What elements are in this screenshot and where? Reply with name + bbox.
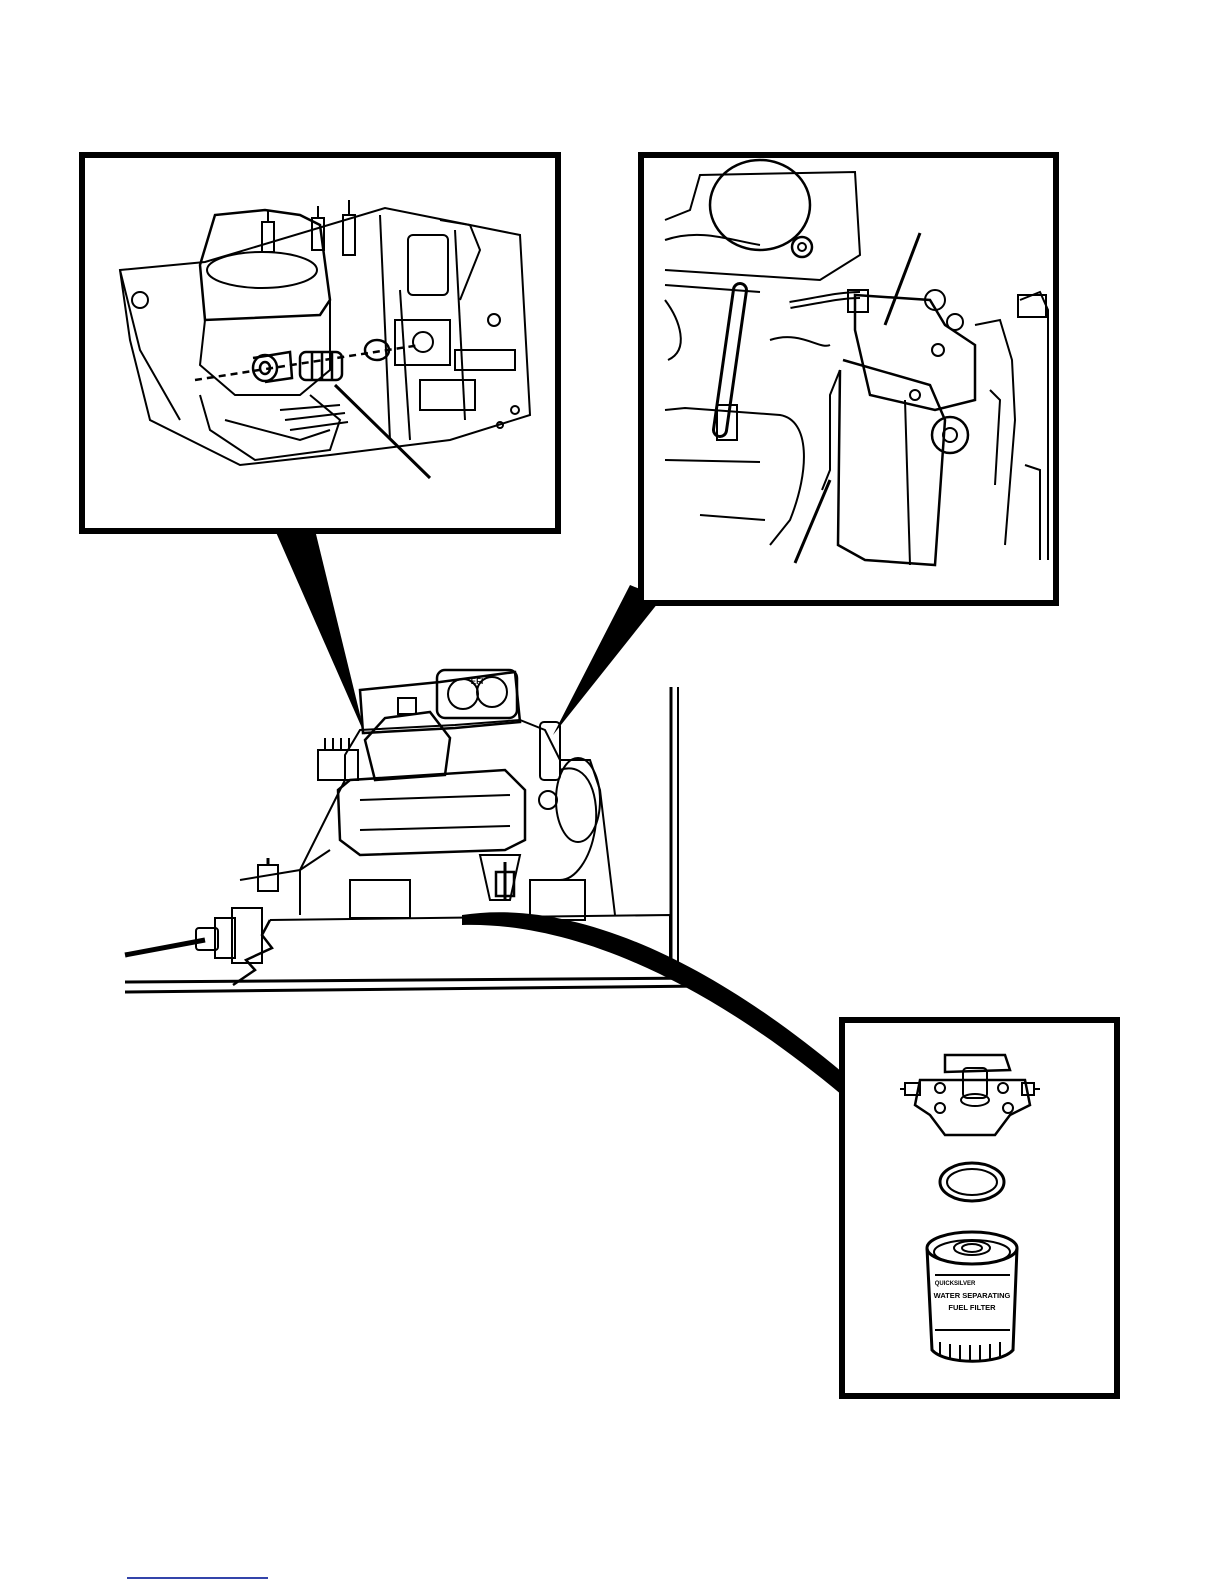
inset-engine-mounted-filter [641, 155, 1056, 603]
inset-water-separating-filter: QUICKSILVER WATER SEPARATING FUEL FILTER [842, 1020, 1117, 1396]
filter-label-line2: FUEL FILTER [948, 1303, 996, 1312]
engine-badge: EFI [471, 677, 483, 686]
filter-brand-label: QUICKSILVER [935, 1281, 976, 1287]
inset-inline-fuel-filter [82, 155, 558, 531]
footer-rule [127, 1577, 268, 1579]
filter-label-line1: WATER SEPARATING [934, 1291, 1011, 1300]
callout-pointers [275, 530, 842, 1095]
